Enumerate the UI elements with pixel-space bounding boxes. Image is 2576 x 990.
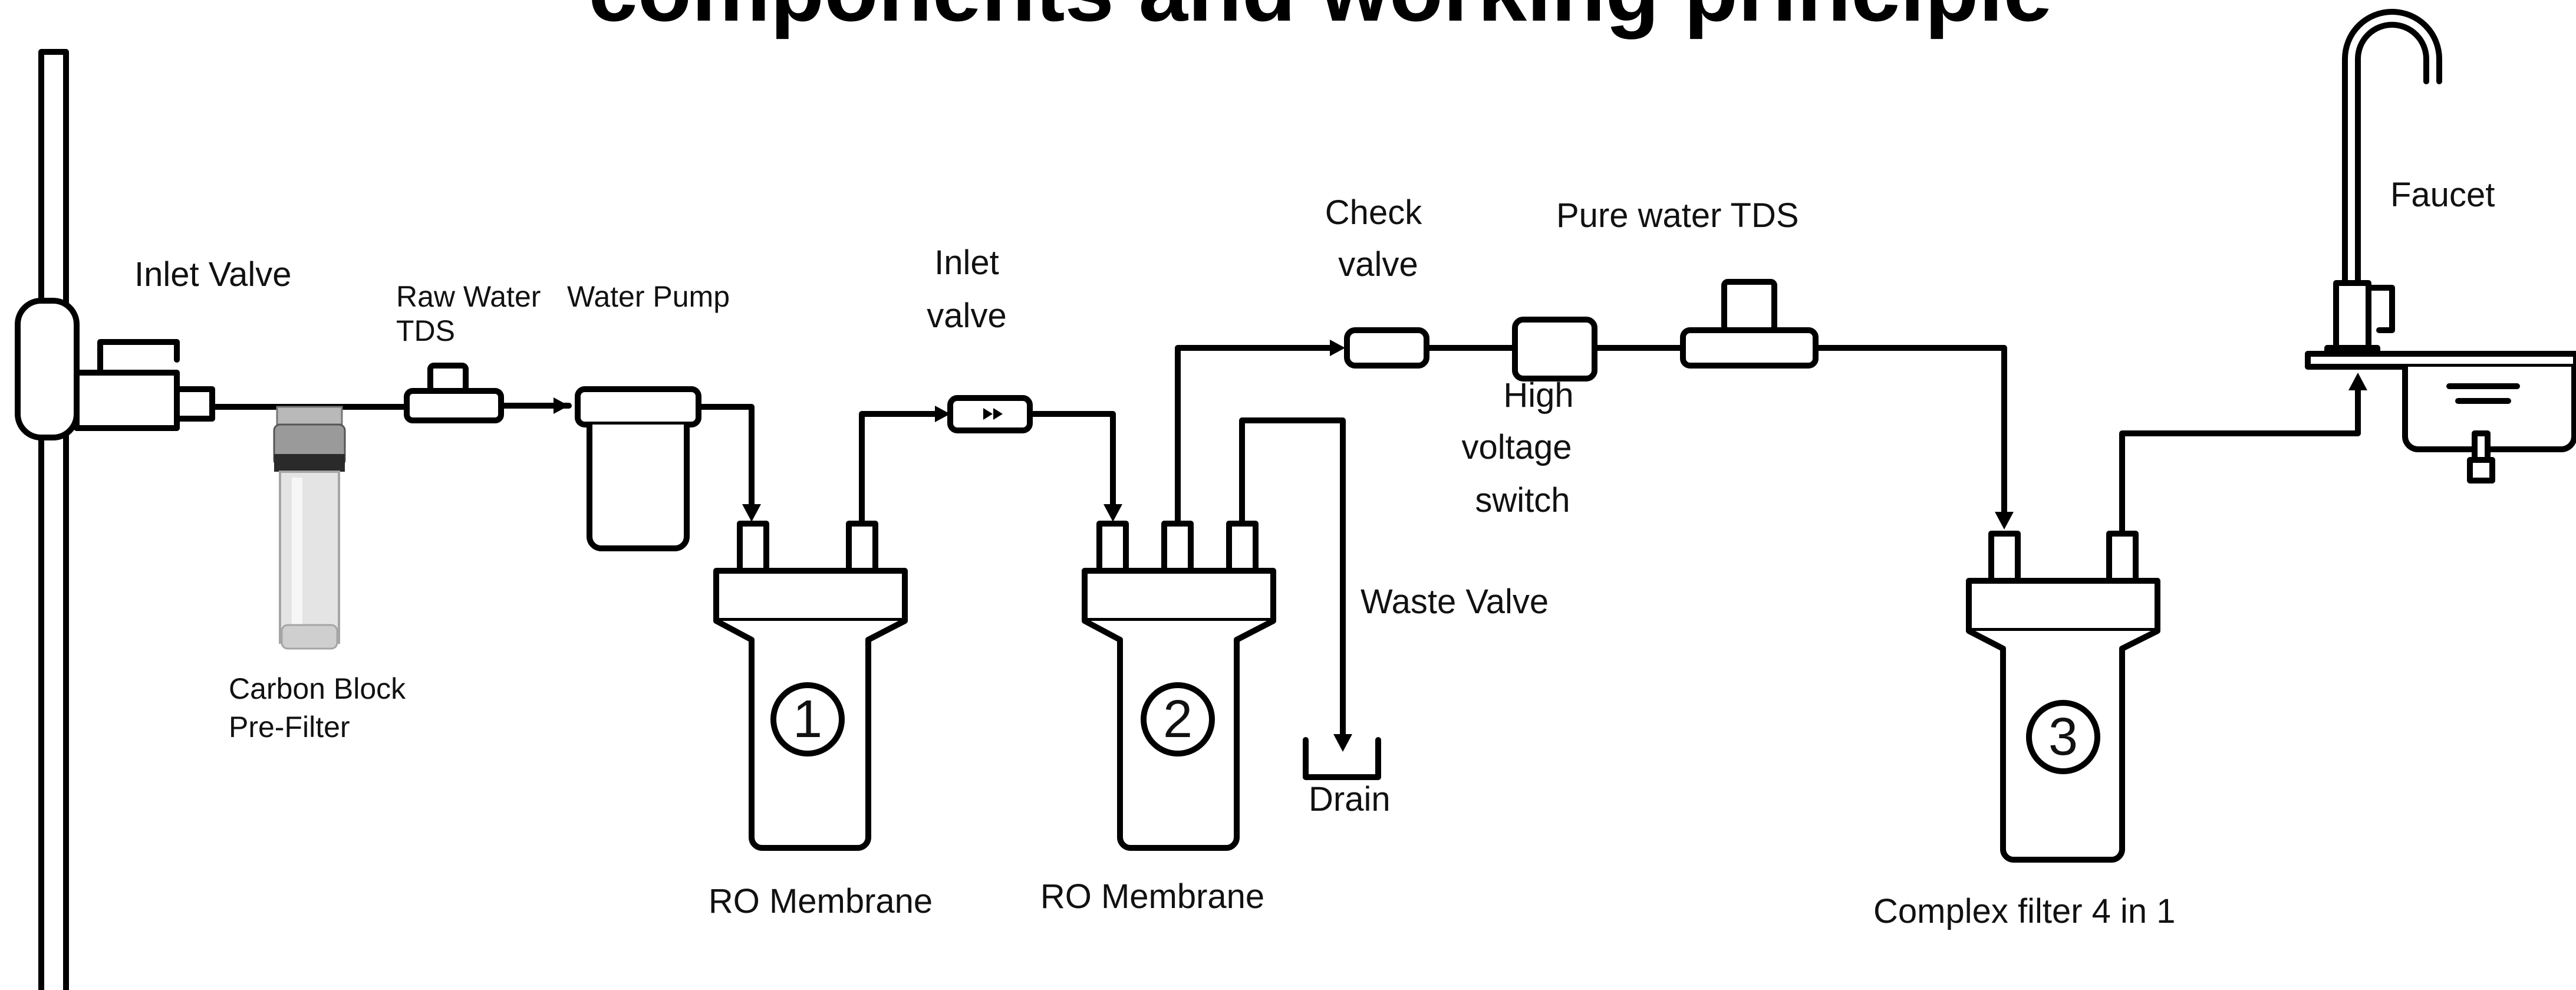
- label-high-voltage-line1: High: [1503, 376, 1573, 415]
- label-complex-filter: Complex filter 4 in 1: [1873, 892, 2176, 930]
- ro-membrane-2: 2: [1082, 521, 1276, 851]
- complex-filter-3: 3: [1966, 531, 2160, 863]
- pipe-pump-to-filter1: [696, 404, 755, 516]
- label-drain: Drain: [1309, 780, 1391, 818]
- pipe-filter3-to-faucet: [2119, 380, 2361, 537]
- label-ro-membrane-1: RO Membrane: [709, 882, 933, 920]
- label-raw-water-tds-line2: TDS: [396, 314, 455, 347]
- ro-membrane-1: 1: [713, 521, 908, 851]
- label-raw-water-tds-line1: Raw Water: [396, 280, 541, 313]
- water-pump: [575, 386, 701, 551]
- pipe-valve2-to-filter2: [1027, 411, 1116, 516]
- label-faucet: Faucet: [2390, 176, 2495, 214]
- label-high-voltage-line3: switch: [1475, 481, 1570, 519]
- inlet-valve: [15, 298, 215, 440]
- label-check-valve-line2: valve: [1338, 245, 1418, 284]
- pipe-filter2-to-check-valve: [1175, 345, 1336, 527]
- filter3-number: 3: [2048, 708, 2078, 767]
- label-ro-membrane-2: RO Membrane: [1040, 877, 1264, 916]
- label-inlet-valve2-line1: Inlet: [934, 244, 999, 282]
- drain-basin: [1303, 737, 1381, 780]
- raw-water-tds-sensor: [404, 363, 504, 423]
- label-water-pump: Water Pump: [567, 280, 730, 313]
- supply-pipe: [38, 49, 69, 990]
- label-inlet-valve2-line2: valve: [927, 297, 1006, 335]
- diagram-title: components and working principle: [588, 0, 2053, 40]
- pipe-filter1-to-valve2: [859, 411, 945, 527]
- solenoid-inlet-valve: [947, 395, 1033, 433]
- filter1-number: 1: [793, 690, 822, 749]
- pure-water-tds-sensor: [1680, 279, 1819, 369]
- label-check-valve-line1: Check: [1325, 193, 1422, 232]
- label-high-voltage-line2: voltage: [1461, 428, 1572, 466]
- carbon-prefilter: [273, 406, 346, 650]
- filter2-number: 2: [1163, 690, 1193, 749]
- check-valve: [1344, 327, 1429, 369]
- label-carbon-block-line2: Pre-Filter: [229, 711, 350, 744]
- sink: [2305, 351, 2576, 484]
- high-voltage-switch: [1512, 317, 1597, 381]
- label-inlet-valve: Inlet Valve: [134, 255, 292, 294]
- pipe-tds-to-filter3: [1813, 345, 2007, 522]
- label-pure-water-tds: Pure water TDS: [1556, 196, 1799, 235]
- label-carbon-block-line1: Carbon Block: [229, 672, 406, 705]
- pipe-waste-to-drain: [1239, 417, 1346, 743]
- label-waste-valve: Waste Valve: [1361, 583, 1549, 621]
